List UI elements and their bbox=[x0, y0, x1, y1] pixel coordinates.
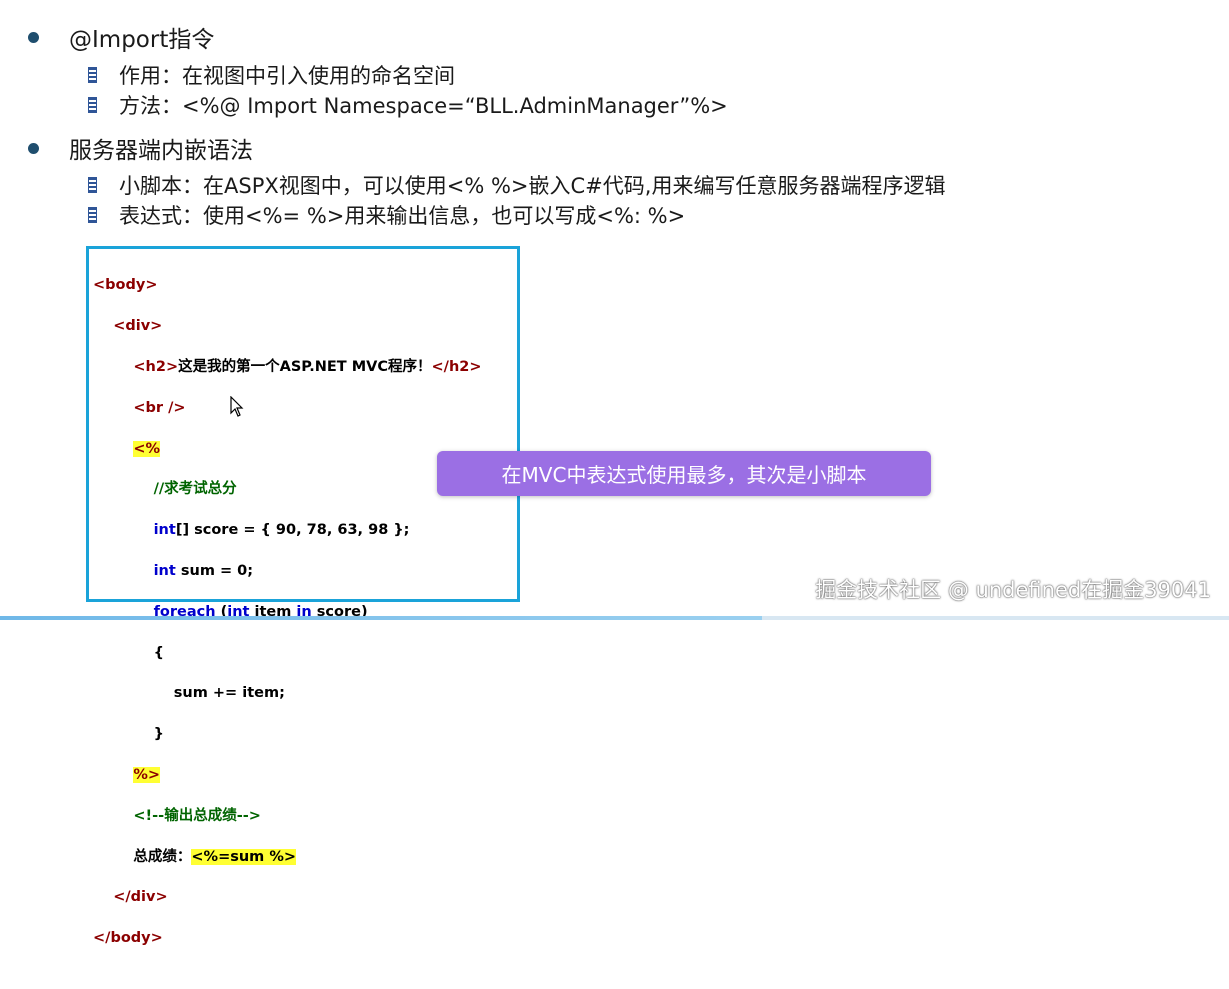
code-tag: </h2> bbox=[431, 359, 482, 375]
code-text: 这是我的第一个ASP.NET MVC程序！ bbox=[178, 359, 432, 375]
code-line: foreach (int item in score) bbox=[93, 602, 482, 622]
code-expression: <%=sum %> bbox=[191, 848, 297, 865]
code-line: <h2>这是我的第一个ASP.NET MVC程序！</h2> bbox=[93, 357, 482, 377]
code-keyword: int bbox=[153, 522, 176, 539]
code-text: sum = 0; bbox=[175, 562, 254, 579]
code-line: } bbox=[93, 724, 482, 744]
caption-banner: 在MVC中表达式使用最多，其次是小脚本 bbox=[437, 451, 931, 496]
code-text: { bbox=[153, 644, 164, 661]
caption-text: 在MVC中表达式使用最多，其次是小脚本 bbox=[501, 463, 867, 487]
bullet-import: @Import指令 bbox=[28, 20, 214, 54]
watermark: 掘金技术社区 @ undefined在掘金39041 bbox=[815, 578, 1211, 602]
sub-item-text: 方法：<%@ Import Namespace=“BLL.AdminManage… bbox=[119, 94, 728, 118]
code-line: %> bbox=[93, 765, 482, 785]
bullet-dot bbox=[28, 31, 39, 43]
code-tag: <div> bbox=[113, 318, 163, 335]
code-text: item bbox=[249, 603, 297, 620]
code-tag: <br /> bbox=[133, 399, 186, 416]
code-line: 总成绩：<%=sum %> bbox=[93, 847, 482, 867]
code-comment: //求考试总分 bbox=[153, 481, 237, 498]
code-html-comment: <!--输出总成绩--> bbox=[133, 807, 261, 824]
code-keyword: int bbox=[153, 562, 176, 579]
code-line: <div> bbox=[93, 316, 482, 336]
bullet-inline-syntax: 服务器端内嵌语法 bbox=[28, 131, 253, 165]
bullet-title: @Import指令 bbox=[69, 27, 215, 53]
code-text: [] score = { 90, 78, 63, 98 }; bbox=[175, 522, 410, 539]
code-keyword: int bbox=[227, 603, 250, 620]
code-line: <% bbox=[93, 439, 482, 459]
code-text: 总成绩： bbox=[133, 848, 192, 865]
code-tag: <h2> bbox=[133, 359, 179, 375]
code-script-open: <% bbox=[133, 440, 161, 457]
sub-bullet-icon bbox=[88, 67, 97, 83]
bullet-title: 服务器端内嵌语法 bbox=[69, 138, 253, 164]
sub-item: 表达式：使用<%= %>用来输出信息，也可以写成<%: %> bbox=[88, 200, 685, 230]
video-progress-fill bbox=[0, 616, 762, 620]
code-line: { bbox=[93, 643, 482, 663]
code-script-close: %> bbox=[133, 766, 161, 783]
bullet-dot bbox=[28, 142, 39, 154]
sub-item: 小脚本：在ASPX视图中，可以使用<% %>嵌入C#代码,用来编写任意服务器端程… bbox=[88, 170, 945, 200]
code-line: //求考试总分 bbox=[93, 479, 482, 499]
code-text: sum += item; bbox=[173, 685, 285, 702]
code-line: int[] score = { 90, 78, 63, 98 }; bbox=[93, 520, 482, 540]
sub-item: 作用：在视图中引入使用的命名空间 bbox=[88, 60, 455, 90]
code-line: sum += item; bbox=[93, 683, 482, 703]
sub-item-text: 作用：在视图中引入使用的命名空间 bbox=[119, 64, 455, 88]
code-line: </div> bbox=[93, 887, 482, 907]
sub-item: 方法：<%@ Import Namespace=“BLL.AdminManage… bbox=[88, 90, 728, 120]
code-line: <br /> bbox=[93, 398, 482, 418]
code-tag: </body> bbox=[93, 930, 163, 947]
code-keyword: foreach bbox=[153, 603, 216, 620]
sub-item-text: 小脚本：在ASPX视图中，可以使用<% %>嵌入C#代码,用来编写任意服务器端程… bbox=[119, 174, 946, 198]
code-line: <body> bbox=[93, 275, 482, 295]
sub-bullet-icon bbox=[88, 207, 97, 223]
code-text: score) bbox=[311, 603, 368, 620]
sub-bullet-icon bbox=[88, 97, 97, 113]
code-line: </body> bbox=[93, 928, 482, 948]
code-line: <!--输出总成绩--> bbox=[93, 806, 482, 826]
code-tag: <body> bbox=[93, 277, 158, 294]
code-keyword: in bbox=[296, 603, 312, 620]
sub-item-text: 表达式：使用<%= %>用来输出信息，也可以写成<%: %> bbox=[119, 204, 686, 228]
code-line: int sum = 0; bbox=[93, 561, 482, 581]
mouse-cursor-icon bbox=[230, 396, 244, 417]
sub-bullet-icon bbox=[88, 177, 97, 193]
code-block: <body> <div> <h2>这是我的第一个ASP.NET MVC程序！</… bbox=[93, 255, 482, 989]
code-text: ( bbox=[215, 603, 228, 620]
video-progress-bar[interactable] bbox=[0, 616, 1229, 620]
code-sample-box: <body> <div> <h2>这是我的第一个ASP.NET MVC程序！</… bbox=[86, 246, 520, 946]
code-text: } bbox=[153, 726, 164, 743]
code-tag: </div> bbox=[113, 889, 168, 906]
